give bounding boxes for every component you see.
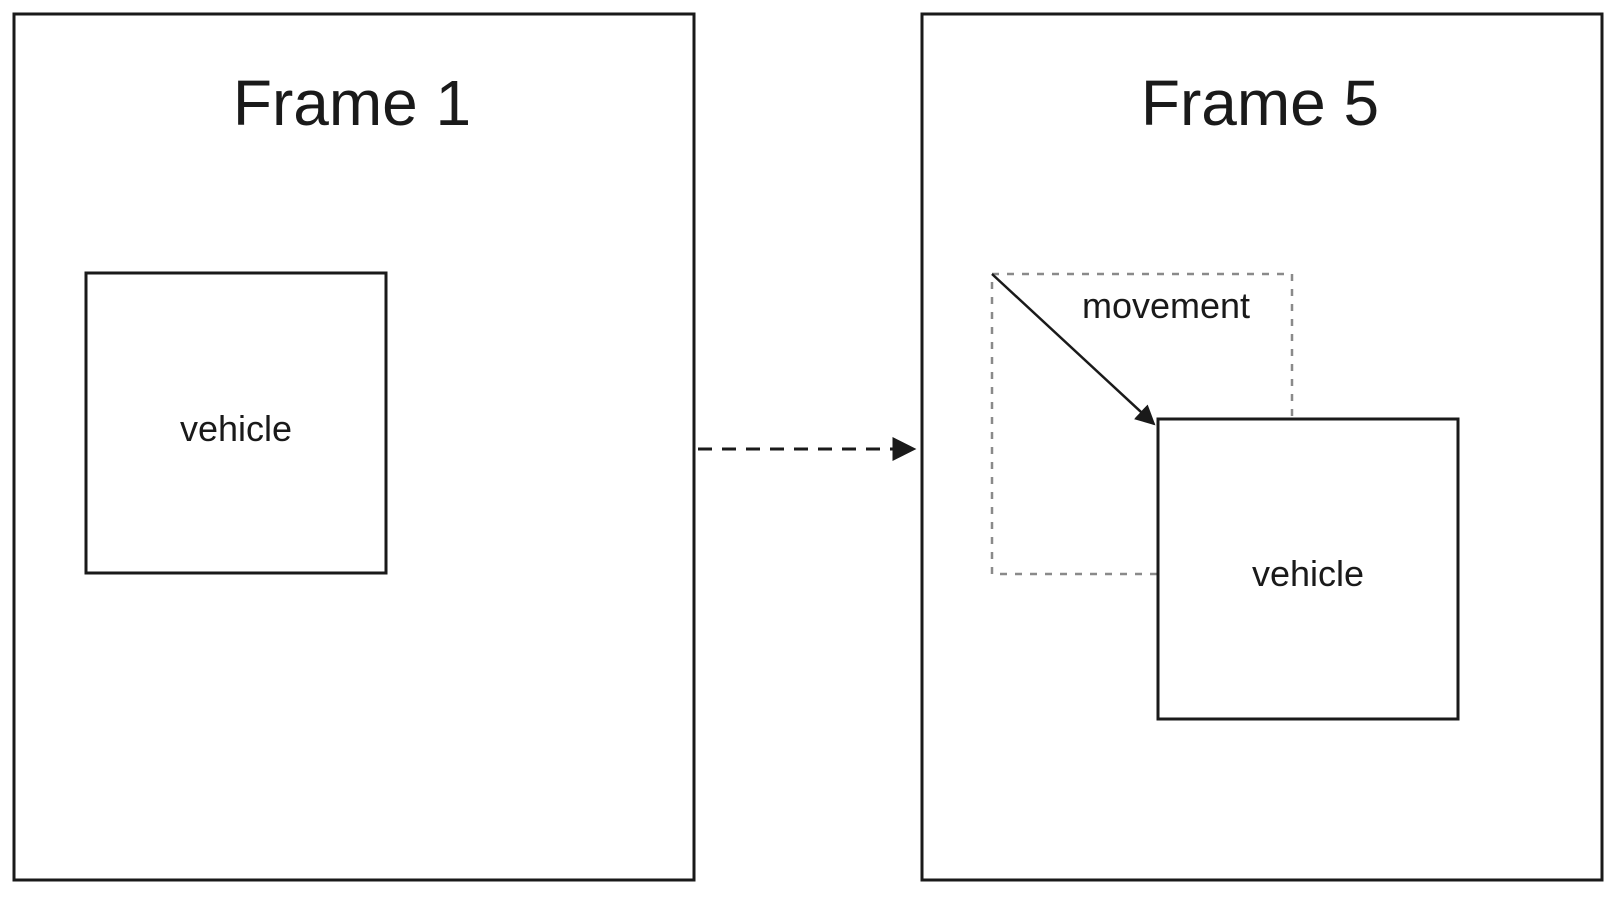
vehicle-box-border	[1156, 417, 1460, 721]
movement-label: movement	[1082, 285, 1250, 326]
movement-arrow	[991, 273, 1156, 426]
frame-1-vehicle-box: vehicle	[84, 271, 388, 575]
vehicle-label: vehicle	[1252, 553, 1364, 594]
vehicle-box-border	[84, 271, 388, 575]
vehicle-label: vehicle	[180, 408, 292, 449]
frame-5-title: Frame 5	[1141, 67, 1379, 139]
frame-5-panel: Frame 5 movement vehicle	[920, 12, 1604, 882]
frame-1-panel: Frame 1 vehicle	[12, 12, 696, 882]
frame-1-title: Frame 1	[233, 67, 471, 139]
frame-5-vehicle-box: vehicle	[1156, 417, 1460, 721]
